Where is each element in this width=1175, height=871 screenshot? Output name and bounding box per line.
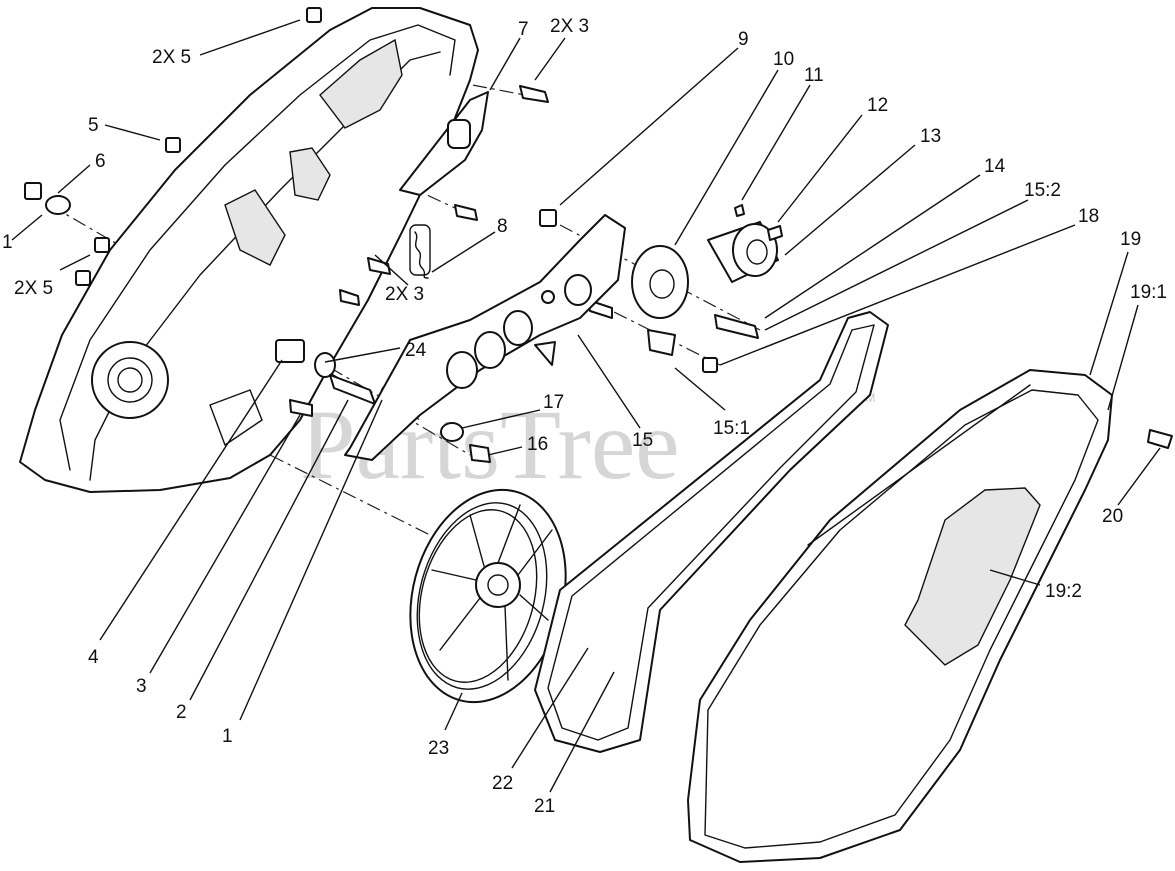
callout-15-1: 15:1 — [713, 418, 750, 439]
callout-12: 12 — [867, 95, 888, 116]
callout-5: 5 — [88, 115, 99, 136]
callout-22: 22 — [492, 773, 513, 794]
nut-icon — [165, 137, 181, 153]
callout-19-2: 19:2 — [1045, 581, 1082, 602]
callout-labels: 2X 5 7 2X 3 9 10 11 12 13 14 15:2 18 19 … — [2, 16, 1167, 817]
callout-16: 16 — [527, 434, 548, 455]
callout-15: 15 — [632, 430, 653, 451]
spacer-icon — [275, 339, 305, 363]
callout-14: 14 — [984, 156, 1006, 177]
callout-20: 20 — [1102, 506, 1123, 527]
screw-icon — [1147, 429, 1173, 449]
callout-23: 23 — [428, 738, 449, 759]
callout-3: 3 — [136, 676, 147, 697]
callout-17: 17 — [543, 392, 564, 413]
bolt-icon — [519, 85, 549, 103]
callout-2x5-left: 2X 5 — [14, 278, 53, 299]
bolt-icon — [289, 399, 313, 417]
callout-2x3-mid: 2X 3 — [385, 284, 424, 305]
spring-8 — [409, 224, 431, 276]
leader-lines — [11, 19, 1161, 793]
nut-icon — [306, 7, 322, 23]
washer-icon — [440, 422, 464, 442]
callout-8: 8 — [497, 216, 508, 237]
callout-24: 24 — [405, 340, 427, 361]
label-19-2 — [904, 487, 1041, 666]
drive-pulley-23 — [409, 488, 567, 704]
idler-bracket-assembly — [344, 91, 626, 461]
belt-guard-19 — [687, 369, 1113, 863]
callout-19-1: 19:1 — [1130, 282, 1167, 303]
callout-11: 11 — [804, 65, 824, 86]
bolt-icon — [339, 289, 360, 306]
bolt-icon — [454, 204, 478, 221]
callout-2x3-top: 2X 3 — [550, 16, 589, 37]
callout-7: 7 — [518, 19, 529, 40]
belt-cover-housing — [19, 7, 479, 493]
fastener-hardware — [24, 7, 1173, 671]
callout-1-bottom: 1 — [222, 726, 233, 747]
washer-icon — [45, 195, 71, 215]
callout-6: 6 — [95, 151, 106, 172]
callout-10: 10 — [773, 49, 794, 70]
shoulder-bolt-icon — [714, 314, 759, 339]
nut-icon — [702, 357, 718, 373]
callout-15-2: 15:2 — [1024, 180, 1061, 201]
idler-pulley-assembly — [631, 204, 783, 319]
nut-icon — [94, 237, 110, 253]
arm-tab — [534, 341, 556, 366]
callout-18: 18 — [1078, 206, 1099, 227]
callout-21: 21 — [534, 796, 555, 817]
spacer-icon — [647, 329, 676, 356]
callout-19: 19 — [1120, 229, 1141, 250]
callout-2x5-top: 2X 5 — [152, 47, 191, 68]
callout-1-left: 1 — [2, 232, 13, 253]
callout-2: 2 — [176, 702, 187, 723]
bracket-7 — [399, 91, 489, 196]
callout-9: 9 — [738, 29, 749, 50]
callout-4: 4 — [88, 647, 99, 668]
set-screw-12 — [767, 225, 783, 241]
bolt-icon — [367, 257, 391, 275]
spring-icon — [414, 231, 429, 279]
idler-pulley-10 — [631, 245, 689, 319]
nut-icon — [539, 209, 557, 227]
flange-bolt-icon — [469, 444, 491, 463]
nut-icon — [75, 270, 91, 286]
drive-belt — [534, 311, 889, 753]
washer-icon — [314, 352, 336, 378]
key-11 — [734, 204, 745, 217]
callout-13: 13 — [920, 126, 941, 147]
bracket-bushing — [447, 119, 471, 149]
nut-icon — [24, 182, 42, 200]
